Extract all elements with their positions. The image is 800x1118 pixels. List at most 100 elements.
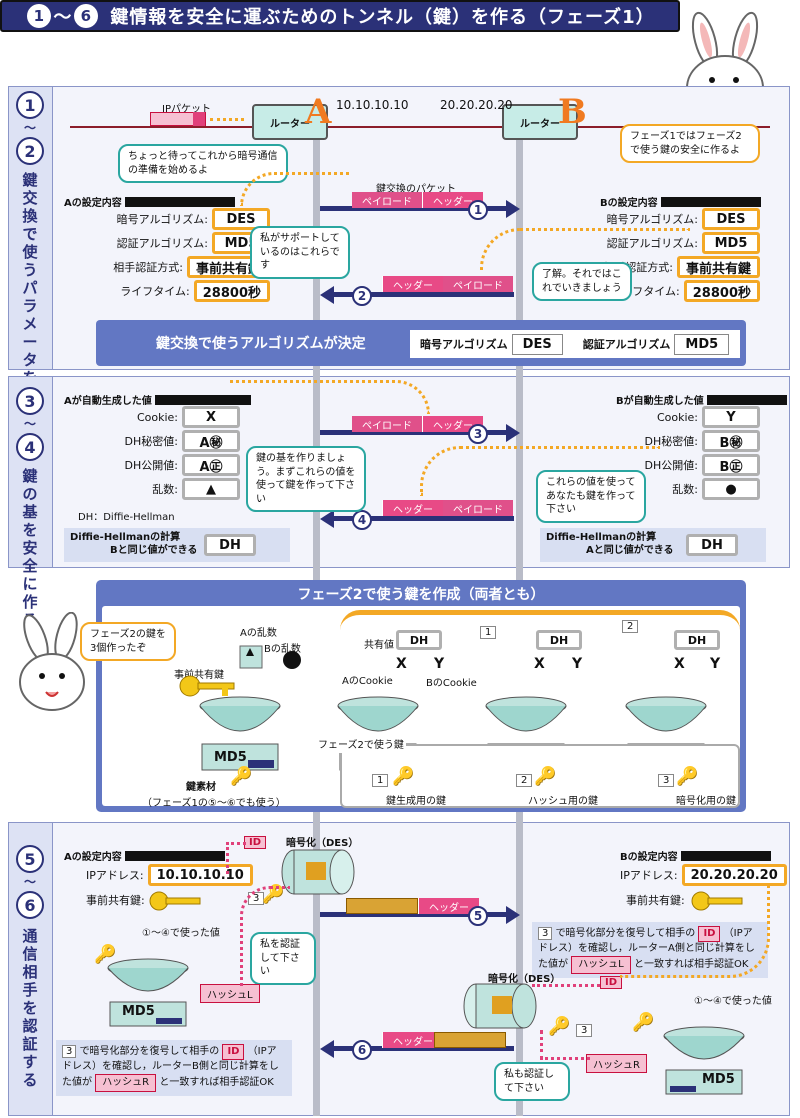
router-b-letter: B	[558, 92, 587, 132]
arrow-b-to-a	[334, 292, 514, 297]
dotted-arrow	[620, 884, 770, 978]
encrypt-label: 暗号化（DES）	[286, 838, 359, 849]
step-number: 3	[16, 387, 44, 415]
b-generated-row: DH公開値:B㊣	[600, 454, 760, 476]
step-number: 2	[16, 137, 44, 165]
section-label: 通信相手を認証する	[22, 927, 38, 1089]
md5-label: MD5	[214, 750, 247, 765]
step-4-marker: 4	[352, 510, 372, 530]
key-icon: 🔑	[632, 1012, 655, 1033]
key-gen-label: 鍵生成用の鍵	[386, 796, 446, 807]
router-a-ip: 10.10.10.10	[336, 98, 409, 112]
packet-title: 鍵交換のパケット	[376, 184, 456, 195]
packet: ヘッダーペイロード	[382, 276, 513, 292]
b-generated-row: 乱数:●	[600, 478, 760, 500]
id-tag: ID	[600, 976, 623, 989]
key-icon: 🔑	[230, 766, 253, 787]
encrypted-payload	[346, 898, 418, 914]
feed-arrow	[340, 610, 740, 640]
page-title: 1 〜 6 鍵情報を安全に運ぶためのトンネル（鍵）を作る（フェーズ1）	[0, 0, 680, 32]
hash-key-label: ハッシュ用の鍵	[528, 796, 598, 807]
encryption-tunnel-icon	[463, 983, 537, 1029]
phase2-title: フェーズ2で使う鍵を作成（両者とも）	[297, 587, 545, 603]
router-a: ルーター	[252, 104, 328, 140]
encrypt-label: 暗号化（DES）	[488, 974, 561, 985]
speech-bubble: フェーズ2の鍵を3個作ったぞ	[80, 622, 176, 661]
router-a-letter: A	[305, 92, 332, 132]
step-number: 6	[16, 891, 44, 919]
dh-value-chip: DH	[686, 534, 738, 556]
step-number: 4	[16, 433, 44, 461]
dice-icon	[239, 645, 301, 669]
b-generated-heading: Bが自動生成した値	[616, 392, 787, 407]
a-psk-row: 事前共有鍵:	[86, 894, 145, 907]
md5-label: MD5	[702, 1072, 735, 1087]
a-settings-heading: Aの設定内容	[64, 194, 235, 209]
network-line	[70, 126, 770, 128]
dotted-arrow	[240, 172, 350, 206]
step-number: 5	[16, 845, 44, 873]
key-icon: 🔑	[392, 766, 415, 787]
dotted-arrow	[240, 886, 290, 986]
dotted-arrow	[226, 842, 246, 874]
router-b: ルーター	[502, 104, 578, 140]
dotted-arrow	[210, 118, 244, 121]
a-generated-row: DH秘密値:A㊙	[70, 430, 240, 452]
b-generated-row: DH秘密値:B㊙	[600, 430, 760, 452]
dotted-arrow	[532, 984, 600, 987]
dh-calc-a: Diffie-Hellmanの計算 Bと同じ値ができる	[64, 528, 290, 562]
a-settings-heading: Aの設定内容	[64, 848, 225, 863]
speech-bubble: 鍵の基を作りましょう。まずこれらの値を使って鍵を作って下さい	[246, 446, 366, 512]
key-icon	[691, 891, 743, 911]
dotted-arrow	[420, 446, 660, 496]
b-ip-row: IPアドレス:20.20.20.20	[620, 864, 787, 886]
ip-packet	[150, 112, 206, 126]
packet: ペイロードヘッダー	[352, 192, 483, 208]
phase2-keys-box	[340, 744, 740, 808]
encryption-tunnel-icon	[281, 849, 355, 895]
arrow-a-to-b	[320, 206, 508, 211]
speech-bubble: フェーズ1ではフェーズ2で使う鍵の安全に作るよ	[620, 124, 760, 163]
a-setting-row: ライフタイム:28800秒	[70, 280, 270, 302]
step-1-marker: 1	[468, 200, 488, 220]
key-icon: 🔑	[94, 944, 117, 965]
dh-note: DH：Diffie-Hellman	[78, 512, 175, 523]
speech-bubble: 私も認証して下さい	[494, 1062, 570, 1101]
key-icon	[179, 675, 235, 697]
a-setting-row: 認証アルゴリズム:MD5	[70, 232, 270, 254]
packet: ペイロードヘッダー	[352, 416, 483, 432]
md5-label: MD5	[122, 1004, 155, 1019]
dh-value-chip: DH	[204, 534, 256, 556]
step-2-marker: 2	[352, 286, 372, 306]
b-settings-heading: Bの設定内容	[600, 194, 761, 209]
section-label: 鍵の基を安全に作る	[22, 467, 38, 629]
step-3-marker: 3	[468, 424, 488, 444]
key-material-label: 鍵素材	[186, 782, 216, 793]
ip-packet-label: IPパケット	[162, 104, 211, 115]
step-5-marker: 5	[468, 906, 488, 926]
hash-r-tag: ハッシュR	[586, 1054, 647, 1073]
b-setting-row: 暗号アルゴリズム:DES	[560, 208, 760, 230]
a-generated-row: 乱数:▲	[70, 478, 240, 500]
key-icon: 🔑	[676, 766, 699, 787]
a-setting-row: 暗号アルゴリズム:DES	[70, 208, 270, 230]
key-icon: 🔑	[534, 766, 557, 787]
step-6-marker: 6	[352, 1040, 372, 1060]
hash-l-tag: ハッシュL	[200, 984, 260, 1003]
router-b-ip: 20.20.20.20	[440, 98, 513, 112]
dotted-arrow	[230, 380, 430, 414]
a-generated-heading: Aが自動生成した値	[64, 392, 251, 407]
step-number: 1	[16, 91, 44, 119]
id-tag: ID	[244, 836, 267, 849]
md5-bowl-icon	[199, 696, 281, 771]
dotted-arrow	[540, 1030, 590, 1060]
auth-note-a: 3 で暗号化部分を復号して相手の ID （IPアドレス）を確認し，ルーターB側と…	[56, 1040, 292, 1096]
key-icon	[149, 891, 201, 911]
enc-key-label: 暗号化用の鍵	[676, 796, 736, 807]
rabbit-mascot-icon	[19, 612, 85, 711]
b-settings-heading: Bの設定内容	[620, 848, 771, 863]
packet-header: ヘッダー	[382, 1032, 443, 1048]
b-setting-row: ライフタイム:28800秒	[560, 280, 760, 302]
packet-header: ヘッダー	[418, 898, 479, 914]
